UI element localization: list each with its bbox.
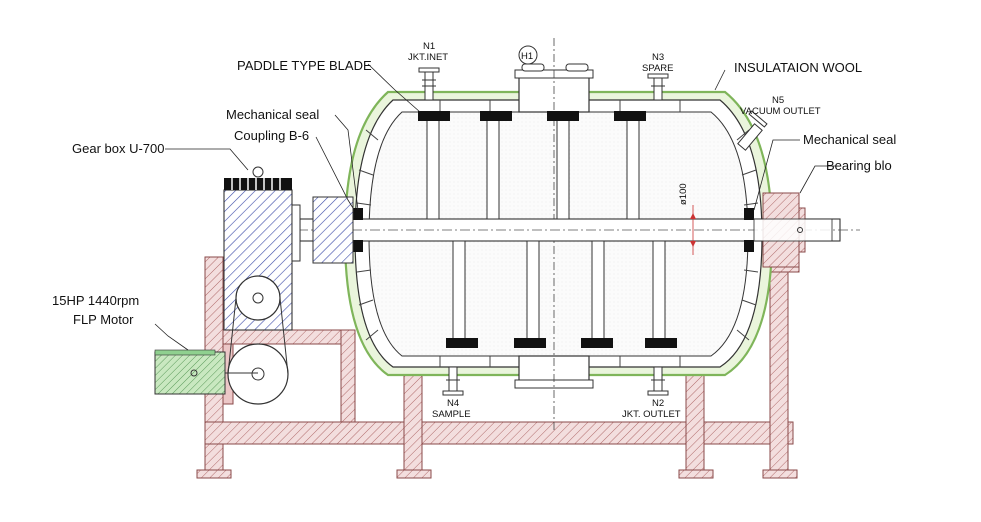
nozzle-n5-name: VACUUM OUTLET bbox=[740, 106, 821, 117]
nozzle-n1-id: N1 bbox=[423, 41, 435, 52]
base-frame bbox=[196, 256, 800, 479]
nozzle-h1-id: H1 bbox=[521, 51, 533, 62]
coupling bbox=[312, 196, 354, 264]
pulley-upper bbox=[235, 275, 281, 321]
seal-right bbox=[744, 208, 754, 220]
leader-lines bbox=[154, 63, 836, 351]
seal-left bbox=[353, 208, 363, 220]
blade-bottom-3 bbox=[581, 338, 613, 348]
nozzles bbox=[418, 67, 768, 396]
h1-marker bbox=[518, 45, 538, 65]
nozzle-n2-name: JKT. OUTLET bbox=[622, 409, 681, 420]
label-motor-line1: 15HP 1440rpm bbox=[52, 293, 139, 308]
label-mech-seal-right: Mechanical seal bbox=[803, 132, 896, 147]
blade-top-3 bbox=[547, 111, 579, 121]
blade-top-2 bbox=[480, 111, 512, 121]
nozzle-n3-name: SPARE bbox=[642, 63, 674, 74]
nozzle-n5-id: N5 bbox=[772, 95, 784, 106]
drive-assembly bbox=[154, 166, 354, 405]
text-labels: PADDLE TYPE BLADE INSULATAION WOOL Mecha… bbox=[52, 41, 896, 420]
bearing-block bbox=[753, 192, 833, 268]
label-bearing: Bearing blo bbox=[826, 158, 892, 173]
motor bbox=[154, 351, 226, 395]
label-gearbox: Gear box U-700 bbox=[72, 141, 165, 156]
label-paddle-blade: PADDLE TYPE BLADE bbox=[237, 58, 372, 73]
nozzle-n2-id: N2 bbox=[652, 398, 664, 409]
label-coupling: Coupling B-6 bbox=[234, 128, 309, 143]
nozzle-n3-id: N3 bbox=[652, 52, 664, 63]
label-mech-seal-left: Mechanical seal bbox=[226, 107, 319, 122]
nozzle-n4-id: N4 bbox=[447, 398, 459, 409]
blade-bottom-4 bbox=[645, 338, 677, 348]
label-insulation: INSULATAION WOOL bbox=[734, 60, 862, 75]
label-motor-line2: FLP Motor bbox=[73, 312, 134, 327]
blade-bottom-2 bbox=[514, 338, 546, 348]
nozzle-n4-name: SAMPLE bbox=[432, 409, 471, 420]
blade-top-4 bbox=[614, 111, 646, 121]
nozzle-n1-name: JKT.INET bbox=[408, 52, 448, 63]
label-diameter: ø100 bbox=[678, 183, 689, 205]
agitator bbox=[280, 111, 860, 348]
blade-top-1 bbox=[418, 111, 450, 121]
blade-bottom-1 bbox=[446, 338, 478, 348]
pulley-lower bbox=[227, 343, 289, 405]
